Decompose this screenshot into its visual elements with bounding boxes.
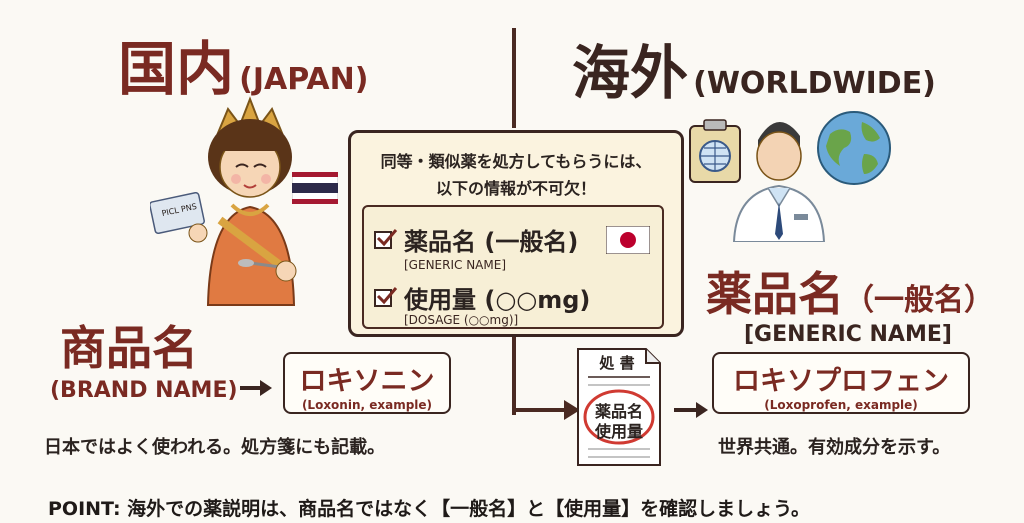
arrow-to-prescription-icon	[514, 400, 580, 420]
requirement-generic-en: [GENERIC NAME]	[404, 258, 506, 272]
checkbox-icon	[374, 231, 392, 249]
requirements-intro-1: 同等・類似薬を処方してもらうには、	[380, 152, 652, 171]
thai-flag-icon	[292, 172, 338, 204]
generic-example-title: ロキソプロフェン	[733, 366, 949, 397]
doctor-icon	[732, 121, 826, 242]
center-connector-line	[512, 335, 516, 415]
brand-name-en: (BRAND NAME)	[50, 378, 238, 403]
requirement-dosage: 使用量 (○○mg)	[404, 286, 591, 314]
worldwide-heading-text: 海外	[572, 39, 689, 107]
center-divider	[512, 28, 516, 128]
generic-name-paren: （一般名）	[844, 283, 994, 318]
generic-description: 世界共通。有効成分を示す。	[718, 437, 951, 458]
footer-point: POINT: 海外での薬説明は、商品名ではなく【一般名】と【使用量】を確認しまし…	[48, 498, 811, 520]
prescription-header: 処 書	[599, 354, 635, 372]
prescription-line-1: 薬品名	[594, 402, 643, 421]
worldwide-heading-en: (WORLDWIDE)	[693, 66, 936, 101]
globe-icon	[817, 111, 891, 185]
brand-example-title: ロキソニン	[299, 366, 435, 397]
generic-example-sub: (Loxoprofen, example)	[764, 398, 918, 412]
japan-flag-icon	[606, 226, 650, 254]
generic-example-box: ロキソプロフェン (Loxoprofen, example)	[712, 352, 970, 414]
generic-name-heading: 薬品名（一般名）	[706, 258, 994, 324]
check-mark-icon	[376, 287, 398, 305]
arrow-right-icon	[240, 380, 272, 396]
japan-heading-text: 国内	[118, 35, 235, 103]
prescription-document-icon	[577, 348, 661, 466]
clipboard-globe-icon	[689, 119, 741, 183]
requirement-generic-name: 薬品名 (一般名)	[404, 228, 579, 256]
check-mark-icon	[376, 229, 398, 247]
japan-heading-en: (JAPAN)	[239, 62, 369, 97]
generic-name-title: 薬品名	[706, 267, 844, 321]
brand-example-sub: (Loxonin, example)	[301, 398, 433, 412]
worldwide-heading: 海外 (WORLDWIDE)	[572, 26, 936, 110]
requirements-intro-2: 以下の情報が不可欠！	[435, 179, 596, 198]
generic-name-en: [GENERIC NAME]	[744, 322, 952, 347]
japan-heading: 国内 (JAPAN)	[118, 22, 368, 106]
checkbox-icon	[374, 289, 392, 307]
requirement-dosage-en: [DOSAGE (○○mg)]	[404, 313, 519, 327]
thai-woman-illustration: PICL PNS	[150, 96, 297, 306]
brand-description: 日本ではよく使われる。処方箋にも記載。	[44, 437, 386, 458]
brand-name-title: 商品名	[60, 321, 198, 375]
prescription-line-2: 使用量	[594, 422, 643, 441]
brand-example-box: ロキソニン (Loxonin, example)	[283, 352, 451, 414]
arrow-right-icon	[674, 402, 708, 418]
